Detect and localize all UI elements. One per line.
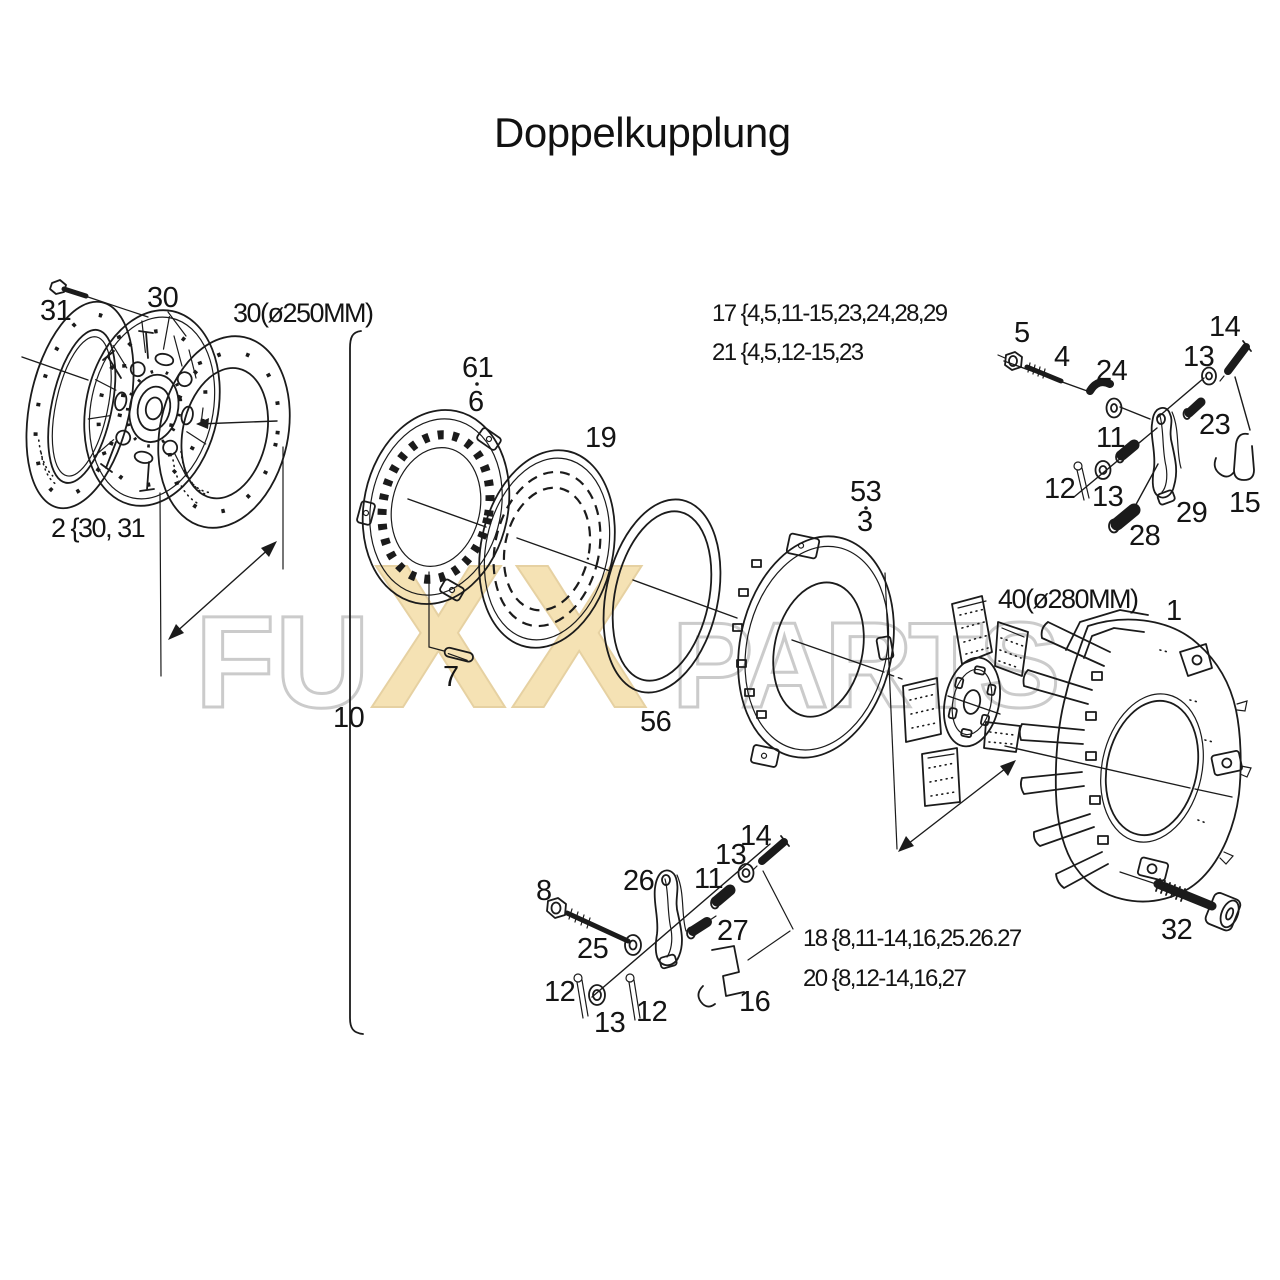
part-number-labels: 31 30 30(ø250MM) 2 {30, 31 10 61 6 7 19 … [40, 282, 1261, 1039]
label-12-top: 12 [1044, 473, 1075, 505]
release-lever-29 [1150, 407, 1182, 506]
release-lever-26 [653, 869, 687, 970]
washer-13-b2 [588, 984, 606, 1006]
linkage-group-bottom [546, 835, 794, 1021]
label-5: 5 [1014, 317, 1030, 349]
bolt-25 [564, 908, 642, 956]
label-group-21: 21 {4,5,12-15,23 [712, 339, 864, 366]
paddle [951, 595, 993, 665]
label-27: 27 [717, 915, 748, 947]
label-7: 7 [443, 661, 459, 693]
label-61: 61 [462, 352, 493, 384]
cushion-disc-19 [478, 449, 616, 649]
label-30: 30 [147, 282, 178, 314]
label-28: 28 [1129, 520, 1160, 552]
label-32: 32 [1161, 914, 1192, 946]
clutch-disc-30-hub [83, 309, 221, 507]
label-8: 8 [536, 875, 552, 907]
screw-31-icon [49, 279, 149, 318]
label-14-bottom: 14 [740, 820, 772, 852]
label-13-b2: 13 [594, 1007, 625, 1039]
label-16: 16 [739, 986, 770, 1018]
label-4: 4 [1054, 341, 1070, 373]
paddle [902, 677, 942, 743]
cotter-pin-12-right [625, 973, 641, 1021]
watermark-fu: FU [195, 588, 370, 735]
page-title: Doppelkupplung [494, 109, 791, 156]
pin-23 [1182, 397, 1206, 420]
paddle [983, 721, 1021, 753]
label-53: 53 [850, 476, 881, 508]
label-15: 15 [1229, 487, 1260, 519]
friction-disc-30-250mm [157, 335, 291, 529]
label-11-top: 11 [1096, 422, 1125, 454]
label-31: 31 [40, 295, 71, 327]
label-10: 10 [333, 702, 364, 734]
pin-14-bottom [752, 835, 790, 871]
pin-7 [428, 571, 474, 663]
label-19: 19 [585, 422, 616, 454]
label-12-left: 12 [544, 976, 575, 1008]
watermark-xx: XX [370, 522, 651, 751]
group-2-extension-arrow [159, 446, 284, 677]
label-6: 6 [468, 386, 484, 418]
label-29: 29 [1176, 497, 1207, 529]
label-13-top: 13 [1183, 341, 1214, 373]
label-group-17: 17 {4,5,11-15,23,24,28,29 [712, 300, 948, 327]
label-25: 25 [577, 933, 608, 965]
cylinder-11-top [1115, 439, 1140, 464]
pin-27 [686, 915, 717, 940]
pin-14-top [1219, 340, 1252, 382]
label-13-mid: 13 [1092, 481, 1123, 513]
label-group-2: 2 {30, 31 [51, 513, 145, 543]
cotter-pin-12-top [1073, 461, 1090, 501]
group-10-bracket [349, 330, 364, 1035]
cylinder-11-bottom [710, 884, 736, 910]
bolt-32 [1119, 871, 1242, 932]
label-23: 23 [1199, 409, 1230, 441]
label-30-250mm: 30(ø250MM) [233, 298, 373, 328]
cylinder-28 [1108, 503, 1141, 534]
label-3: 3 [857, 506, 873, 538]
paddle [921, 747, 961, 807]
label-13-b1: 13 [715, 839, 746, 871]
label-12-right: 12 [636, 996, 667, 1028]
stud-4 [1024, 362, 1064, 384]
nut-5 [997, 351, 1023, 371]
clip-16 [697, 945, 745, 1008]
axis-lines [21, 356, 1233, 798]
label-24: 24 [1096, 355, 1128, 387]
paddle [994, 621, 1029, 677]
cotter-pin-12-left [573, 973, 589, 1019]
label-11-bottom: 11 [694, 863, 723, 895]
clip-15 [1213, 432, 1255, 481]
label-26: 26 [623, 865, 654, 897]
washer-13-b1 [737, 863, 755, 883]
washer-13-mid [1094, 460, 1112, 480]
group-40-extension-arrow [884, 572, 1016, 852]
linkage-group-top [997, 340, 1255, 534]
label-14-top: 14 [1209, 311, 1241, 343]
elbow-24 [1086, 378, 1123, 419]
intermediate-ring-56 [602, 498, 722, 694]
washer-13-top [1201, 366, 1217, 386]
pressure-ring-53 [732, 532, 895, 768]
label-1: 1 [1166, 595, 1182, 627]
label-56: 56 [640, 706, 671, 738]
label-40-280mm: 40(ø280MM) [998, 584, 1138, 614]
clutch-disc-40-280mm [902, 595, 1029, 807]
nut-8 [546, 897, 567, 919]
label-group-18: 18 {8,11-14,16,25.26.27 [803, 925, 1022, 952]
label-group-20: 20 {8,12-14,16,27 [803, 965, 967, 992]
